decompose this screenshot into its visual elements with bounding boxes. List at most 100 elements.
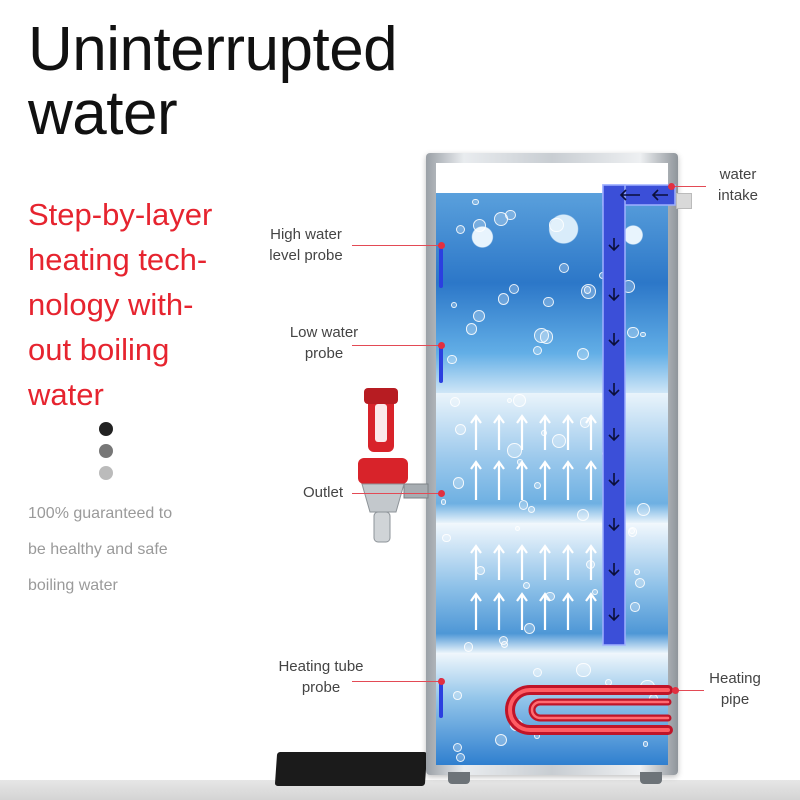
label-heating-pipe-line-2: pipe	[720, 691, 750, 708]
water-bubble	[637, 503, 651, 517]
water-bubble	[532, 667, 543, 678]
tank-foot-right	[640, 772, 662, 784]
leader-dot-high-water-probe	[438, 242, 445, 249]
water-layer-3	[436, 523, 668, 653]
flow-down-arrow	[608, 383, 620, 397]
label-low-water-probe-line-1: Low water	[289, 324, 359, 341]
water-bubble	[575, 662, 591, 678]
subtitle-line-5: water	[28, 377, 104, 412]
water-bubble	[627, 326, 639, 339]
heating-tube-probe	[439, 678, 443, 718]
subtitle-line-1: Step-by-layer	[28, 197, 213, 232]
water-bubble	[497, 293, 510, 306]
convection-up-arrow	[562, 592, 574, 630]
description-line-1: 100% guaranteed to	[28, 505, 173, 522]
water-layer-bottom	[436, 653, 668, 765]
label-water-intake-line-2: intake	[717, 187, 759, 204]
water-layer-2	[436, 393, 668, 523]
label-heating-tube-probe-line-2: probe	[301, 679, 341, 696]
subtitle-line-2: heating tech-	[28, 242, 208, 277]
floor-surface	[0, 780, 800, 800]
convection-up-arrow	[516, 592, 528, 630]
water-bubble	[452, 742, 462, 753]
water-bubble	[576, 348, 589, 361]
headline-line-2: water	[28, 79, 178, 148]
convection-up-arrow	[562, 414, 574, 450]
leader-dot-low-water-probe	[438, 342, 445, 349]
flow-down-arrow	[608, 608, 620, 622]
description-line-3: boiling water	[28, 577, 118, 594]
water-bubble	[507, 398, 513, 404]
convection-up-arrow	[493, 544, 505, 580]
low-water-probe	[439, 345, 443, 383]
dot-light	[99, 466, 113, 480]
water-bubble	[591, 588, 599, 596]
flow-down-arrow	[608, 518, 620, 532]
water-bubble	[494, 733, 508, 746]
leader-dot-outlet	[438, 490, 445, 497]
water-bubble	[455, 224, 466, 235]
dot-dark	[99, 422, 113, 436]
water-bubble	[472, 198, 479, 205]
leader-water-intake	[672, 186, 706, 187]
label-high-water-probe-line-1: High water	[270, 226, 342, 243]
leader-dot-water-intake	[668, 183, 675, 190]
water-bubble	[539, 330, 554, 344]
outlet-faucet	[358, 388, 429, 543]
label-low-water-probe-line-2: probe	[304, 345, 344, 362]
convection-up-arrow	[562, 460, 574, 500]
leader-heating-tube-probe	[352, 681, 442, 682]
convection-up-arrow	[493, 460, 505, 500]
water-bubble	[639, 331, 646, 338]
dot-mid	[99, 444, 113, 458]
convection-up-arrow	[539, 592, 551, 630]
leader-outlet	[352, 493, 440, 494]
water-bubble	[524, 622, 536, 634]
water-bubble	[633, 568, 640, 575]
water-bubble	[522, 582, 530, 590]
water-bubble	[465, 323, 478, 335]
leader-high-water-probe	[352, 245, 442, 246]
water-bubble	[508, 284, 520, 295]
convection-up-arrow	[470, 460, 482, 500]
convection-arrows	[470, 414, 597, 630]
label-heating-pipe-line-1: Heating	[709, 670, 761, 687]
intake-pipe	[602, 184, 676, 646]
convection-up-arrow	[539, 544, 551, 580]
convection-up-arrow	[539, 460, 551, 500]
water-bubble	[454, 423, 467, 436]
heating-pipe-coil	[505, 685, 673, 735]
water-bubble	[473, 218, 487, 233]
flow-down-arrow	[608, 473, 620, 487]
water-bubble	[533, 481, 541, 489]
water-bubble	[447, 354, 458, 365]
flow-down-arrow	[608, 563, 620, 577]
leader-dot-heating-tube-probe	[438, 678, 445, 685]
convection-up-arrow	[470, 544, 482, 580]
flow-down-arrow	[608, 238, 620, 252]
water-bubble	[507, 443, 523, 458]
water-bubble	[630, 602, 640, 612]
headline: Uninterrupted water	[28, 18, 448, 146]
water-bubble	[440, 498, 447, 505]
label-water-intake-line-1: water	[719, 166, 757, 183]
water-bubble	[635, 577, 646, 588]
leader-dot-heating-pipe	[672, 687, 679, 694]
flow-down-arrow	[608, 288, 620, 302]
water-bubble	[451, 302, 457, 309]
headline-line-1: Uninterrupted	[28, 15, 398, 84]
water-bubble	[501, 640, 509, 648]
convection-up-arrow	[493, 414, 505, 450]
water-bubble	[515, 526, 521, 532]
label-high-water-probe: High water level probe	[258, 224, 354, 266]
convection-up-arrow	[516, 460, 528, 500]
decorative-dots	[99, 422, 113, 488]
intake-connector	[676, 193, 692, 209]
water-bubble	[579, 417, 591, 428]
tank-foot-left	[448, 772, 470, 784]
label-water-intake: water intake	[706, 164, 770, 206]
convection-up-arrow	[585, 544, 597, 580]
high-water-probe	[439, 248, 443, 288]
convection-up-arrow	[539, 414, 551, 450]
water-bubble	[473, 310, 485, 322]
